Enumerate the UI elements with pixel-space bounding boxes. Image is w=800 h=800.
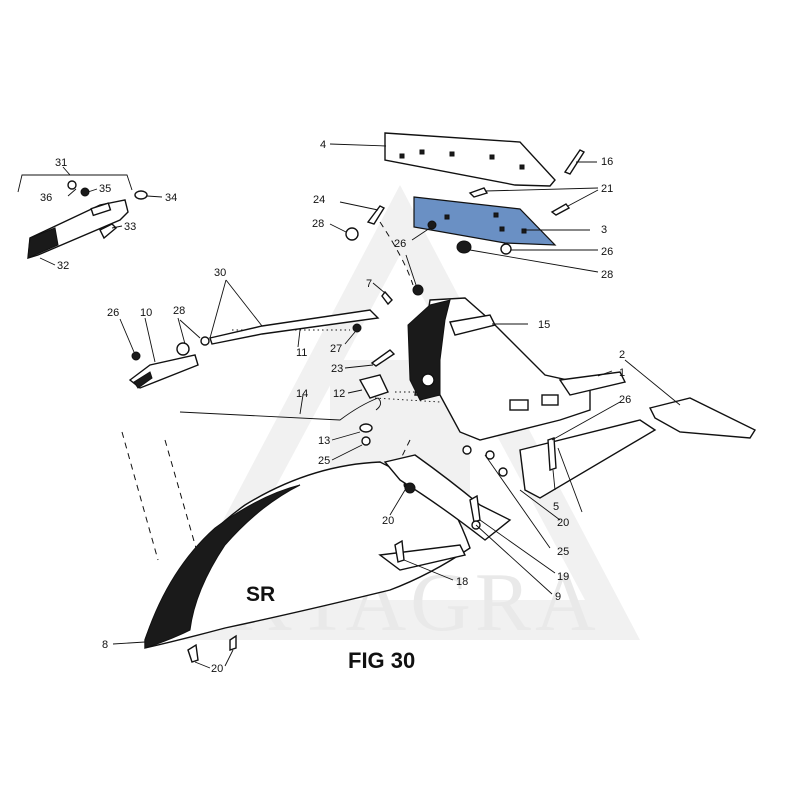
- callout-13: 13: [318, 435, 330, 447]
- part-19-shin: [383, 445, 556, 595]
- callout-34: 34: [165, 192, 177, 204]
- skim-arm: [119, 279, 396, 389]
- callout-labels: 31 36 35 34 33 32 4 16 24 21 3 28 26 26 …: [40, 139, 631, 675]
- part-2-point: [624, 359, 757, 439]
- callout-1: 1: [619, 367, 625, 379]
- figure-title: FIG 30: [348, 648, 415, 673]
- part-5-landside: [519, 401, 657, 521]
- callout-27: 27: [330, 343, 342, 355]
- callout-25-right: 25: [557, 546, 569, 558]
- part-8-moldboard: [112, 461, 471, 669]
- callout-5: 5: [553, 501, 559, 513]
- callout-14: 14: [296, 388, 308, 400]
- callout-16: 16: [601, 156, 613, 168]
- callout-26-left: 26: [107, 307, 119, 319]
- callout-26-lower: 26: [619, 394, 631, 406]
- callout-12: 12: [333, 388, 345, 400]
- callout-11: 11: [296, 347, 307, 359]
- callout-8: 8: [102, 639, 108, 651]
- callout-28-right: 28: [601, 269, 613, 281]
- callout-7: 7: [366, 278, 372, 290]
- frog-frame: [407, 297, 627, 441]
- callout-25-left: 25: [318, 455, 330, 467]
- callout-33: 33: [124, 221, 136, 233]
- callout-31: 31: [55, 157, 67, 169]
- callout-15: 15: [538, 319, 550, 331]
- part-3-plate-highlighted: [413, 196, 590, 246]
- callout-20-bottom: 20: [211, 663, 223, 675]
- moldboard-mark-text: SR: [246, 583, 275, 606]
- callout-28-left: 28: [173, 305, 185, 317]
- callout-4: 4: [320, 139, 326, 151]
- callout-20-mid: 20: [382, 515, 394, 527]
- detail-group-31: [17, 166, 163, 266]
- callout-26-upper: 26: [394, 238, 406, 250]
- callout-30: 30: [214, 267, 226, 279]
- callout-21: 21: [601, 183, 613, 195]
- callout-35: 35: [99, 183, 111, 195]
- part-4-plate: [329, 132, 556, 187]
- highlighted-part-3: [413, 196, 557, 246]
- callout-36: 36: [40, 192, 52, 204]
- callout-20-right: 20: [557, 517, 569, 529]
- callout-2: 2: [619, 349, 625, 361]
- callout-10: 10: [140, 307, 152, 319]
- callout-24: 24: [313, 194, 325, 206]
- callout-18: 18: [456, 576, 468, 588]
- callout-9: 9: [555, 591, 561, 603]
- callout-28-upper: 28: [312, 218, 324, 230]
- callout-32: 32: [57, 260, 69, 272]
- callout-19: 19: [557, 571, 569, 583]
- callout-26-right: 26: [601, 246, 613, 258]
- upper-hardware: [329, 149, 599, 306]
- callout-3: 3: [601, 224, 607, 236]
- rod-and-clamp: [179, 374, 389, 461]
- callout-23: 23: [331, 363, 343, 375]
